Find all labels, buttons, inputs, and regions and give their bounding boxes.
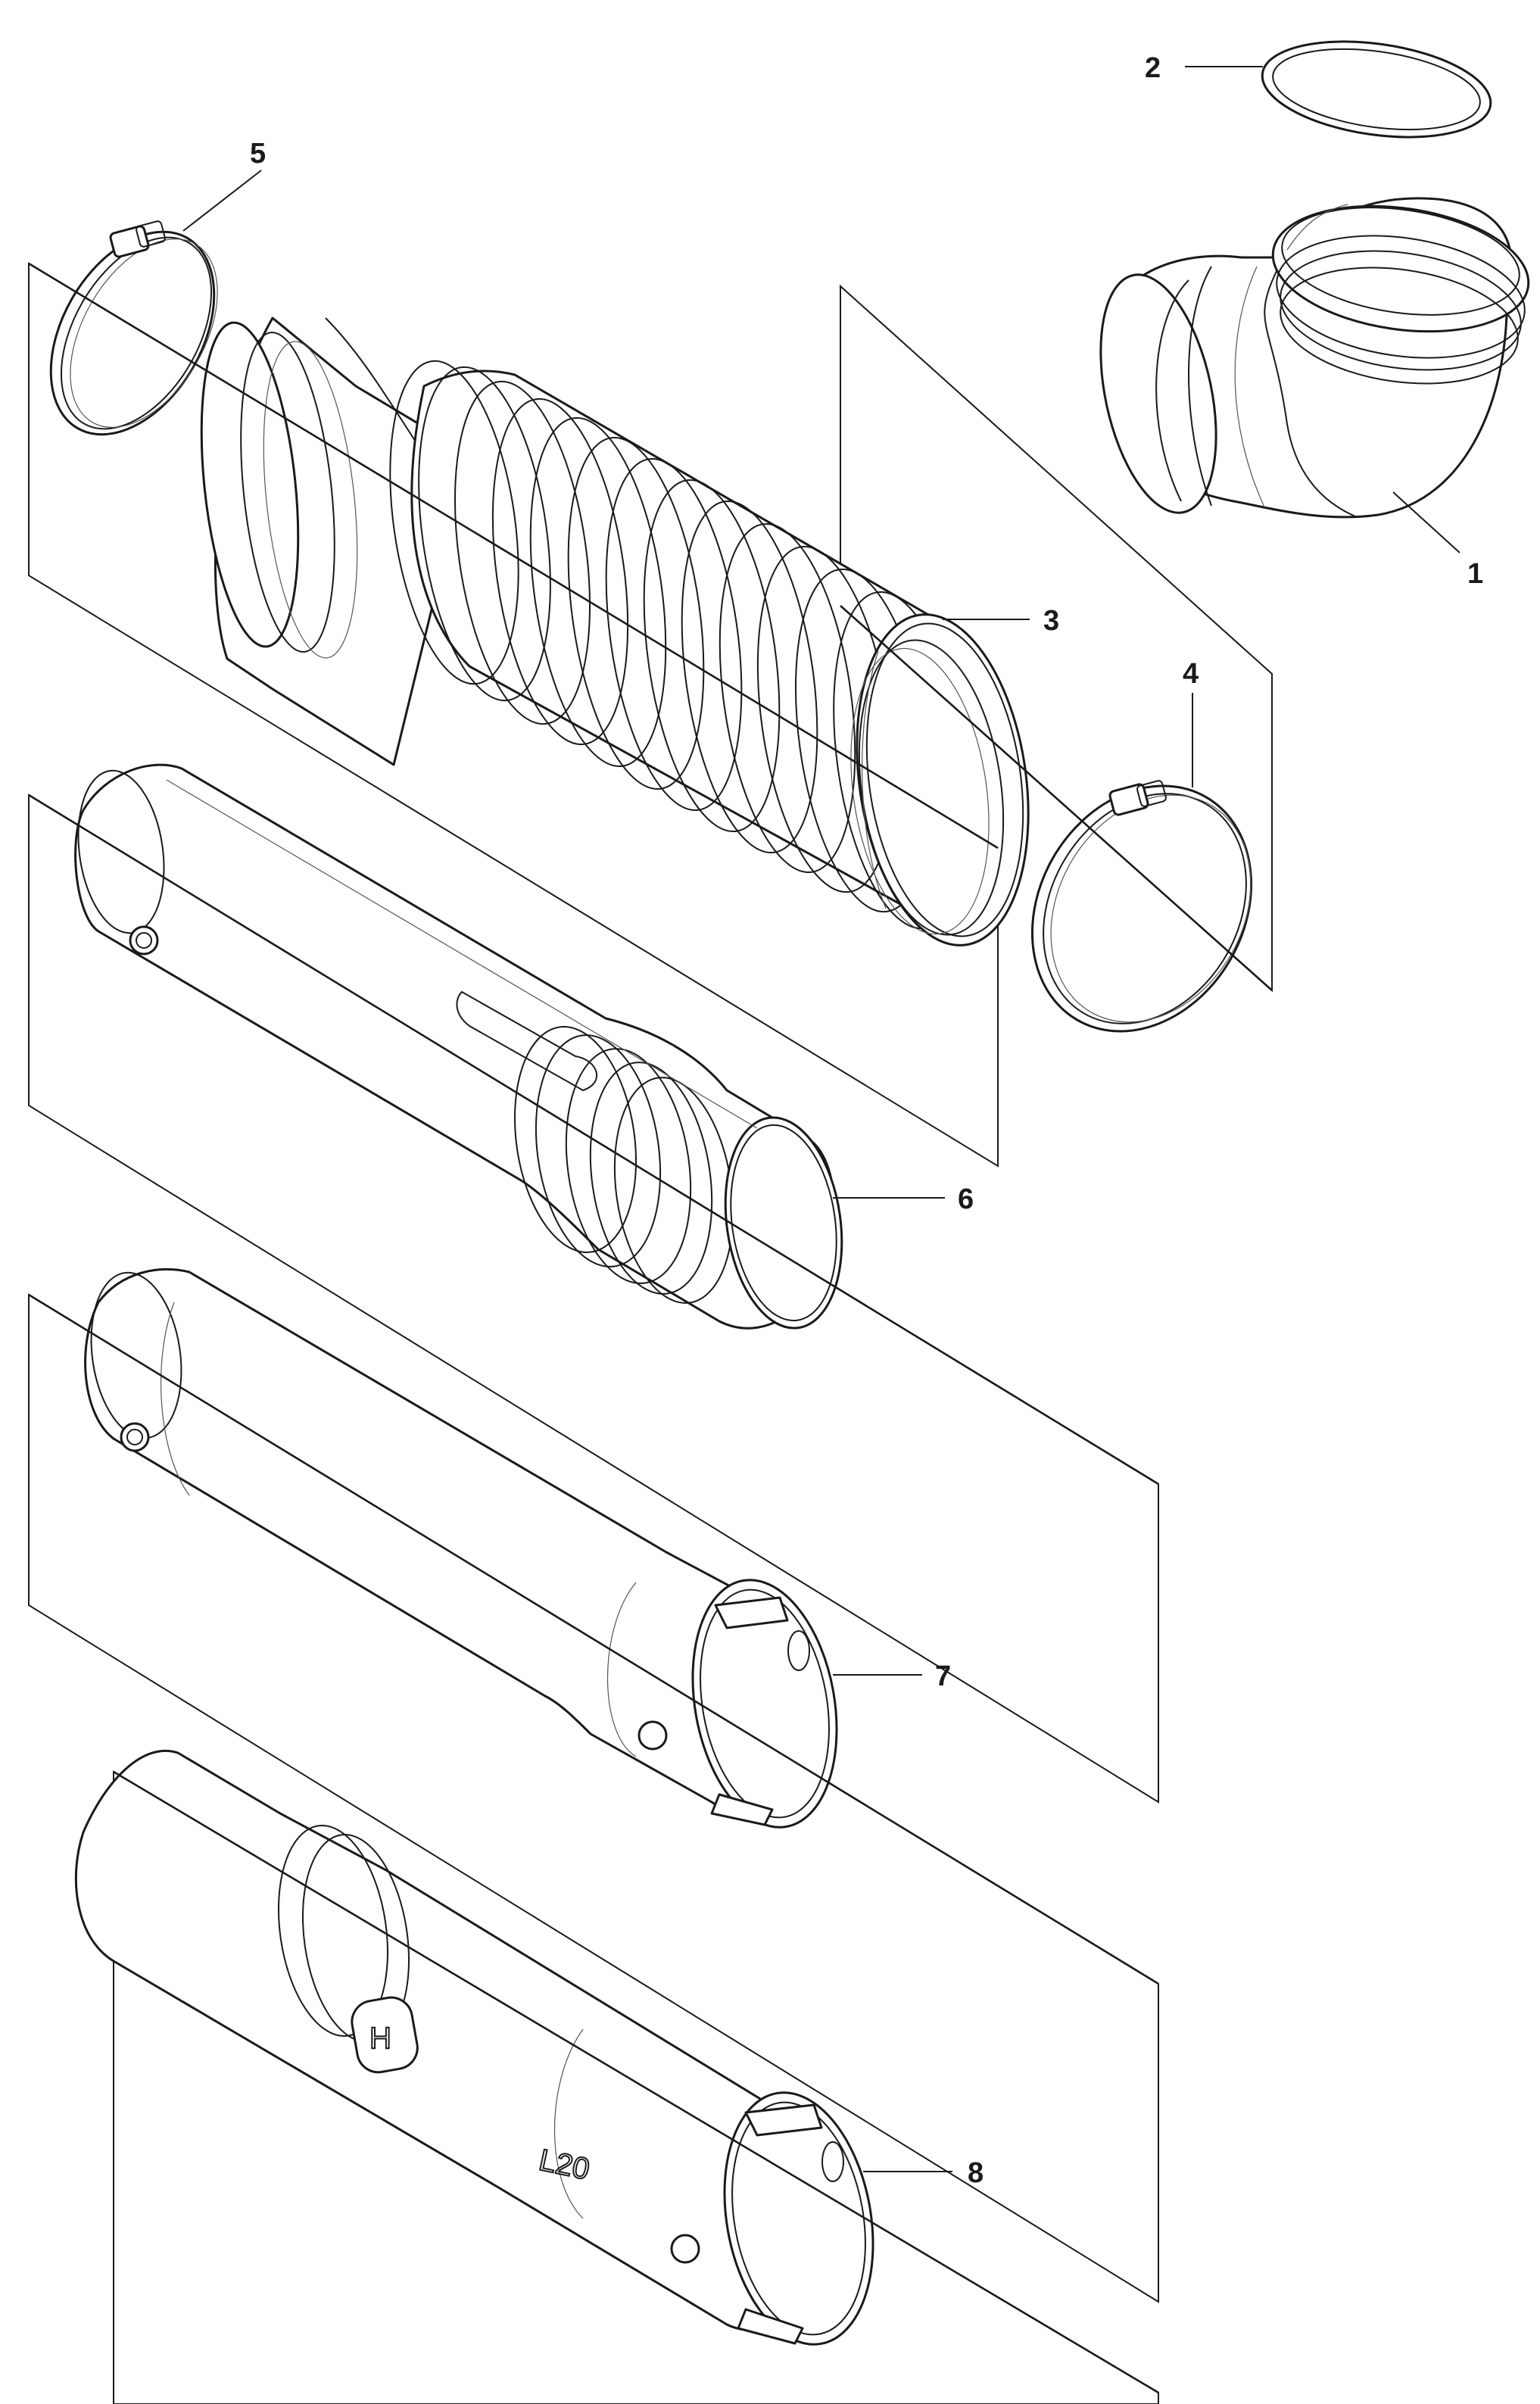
tube-part-6 bbox=[74, 763, 843, 1330]
o-ring-part-2 bbox=[1261, 40, 1492, 139]
elbow-part-1 bbox=[1099, 197, 1530, 519]
leader-lines bbox=[182, 66, 1461, 2172]
hose-clamp-part-4 bbox=[1030, 780, 1253, 1033]
logo-letter: H bbox=[369, 2022, 391, 2055]
tube-7-bayonet-tab-top bbox=[714, 1596, 789, 1629]
tube-8-bayonet-tab-top bbox=[744, 2103, 823, 2137]
bellows-corrugations bbox=[389, 360, 969, 930]
tube-part-7 bbox=[84, 1267, 838, 1829]
callout-3: 3 bbox=[1043, 605, 1059, 637]
tube-8-bayonet-tab-bottom bbox=[737, 2308, 804, 2345]
center-axes bbox=[28, 262, 1273, 2394]
callout-6: 6 bbox=[958, 1183, 974, 1215]
callout-2: 2 bbox=[1145, 52, 1161, 84]
tube-8-bayonet-slot bbox=[821, 2141, 844, 2182]
manufacturer-logo: H bbox=[351, 1996, 419, 2074]
callout-1: 1 bbox=[1467, 558, 1483, 590]
callout-8: 8 bbox=[968, 2157, 984, 2189]
tube-6-slot bbox=[456, 990, 598, 1092]
callout-7: 7 bbox=[935, 1660, 951, 1692]
tube-6-detent-button bbox=[129, 925, 159, 956]
hose-clamp-part-5 bbox=[49, 220, 218, 436]
tube-7-detent-button bbox=[120, 1422, 150, 1452]
callout-4: 4 bbox=[1183, 658, 1199, 690]
tube-7-lock-button bbox=[638, 1720, 668, 1751]
tube-8-lock-button bbox=[670, 2234, 700, 2264]
bellows-part-3 bbox=[200, 316, 1030, 946]
callout-5: 5 bbox=[250, 138, 266, 170]
tube-7-bayonet-tab-bottom bbox=[710, 1793, 774, 1826]
callout-labels: 2 1 3 4 5 6 7 8 bbox=[250, 52, 1483, 2189]
tube-7-bayonet-slot bbox=[787, 1630, 810, 1671]
tube-part-8: H L20 bbox=[74, 1749, 874, 2346]
